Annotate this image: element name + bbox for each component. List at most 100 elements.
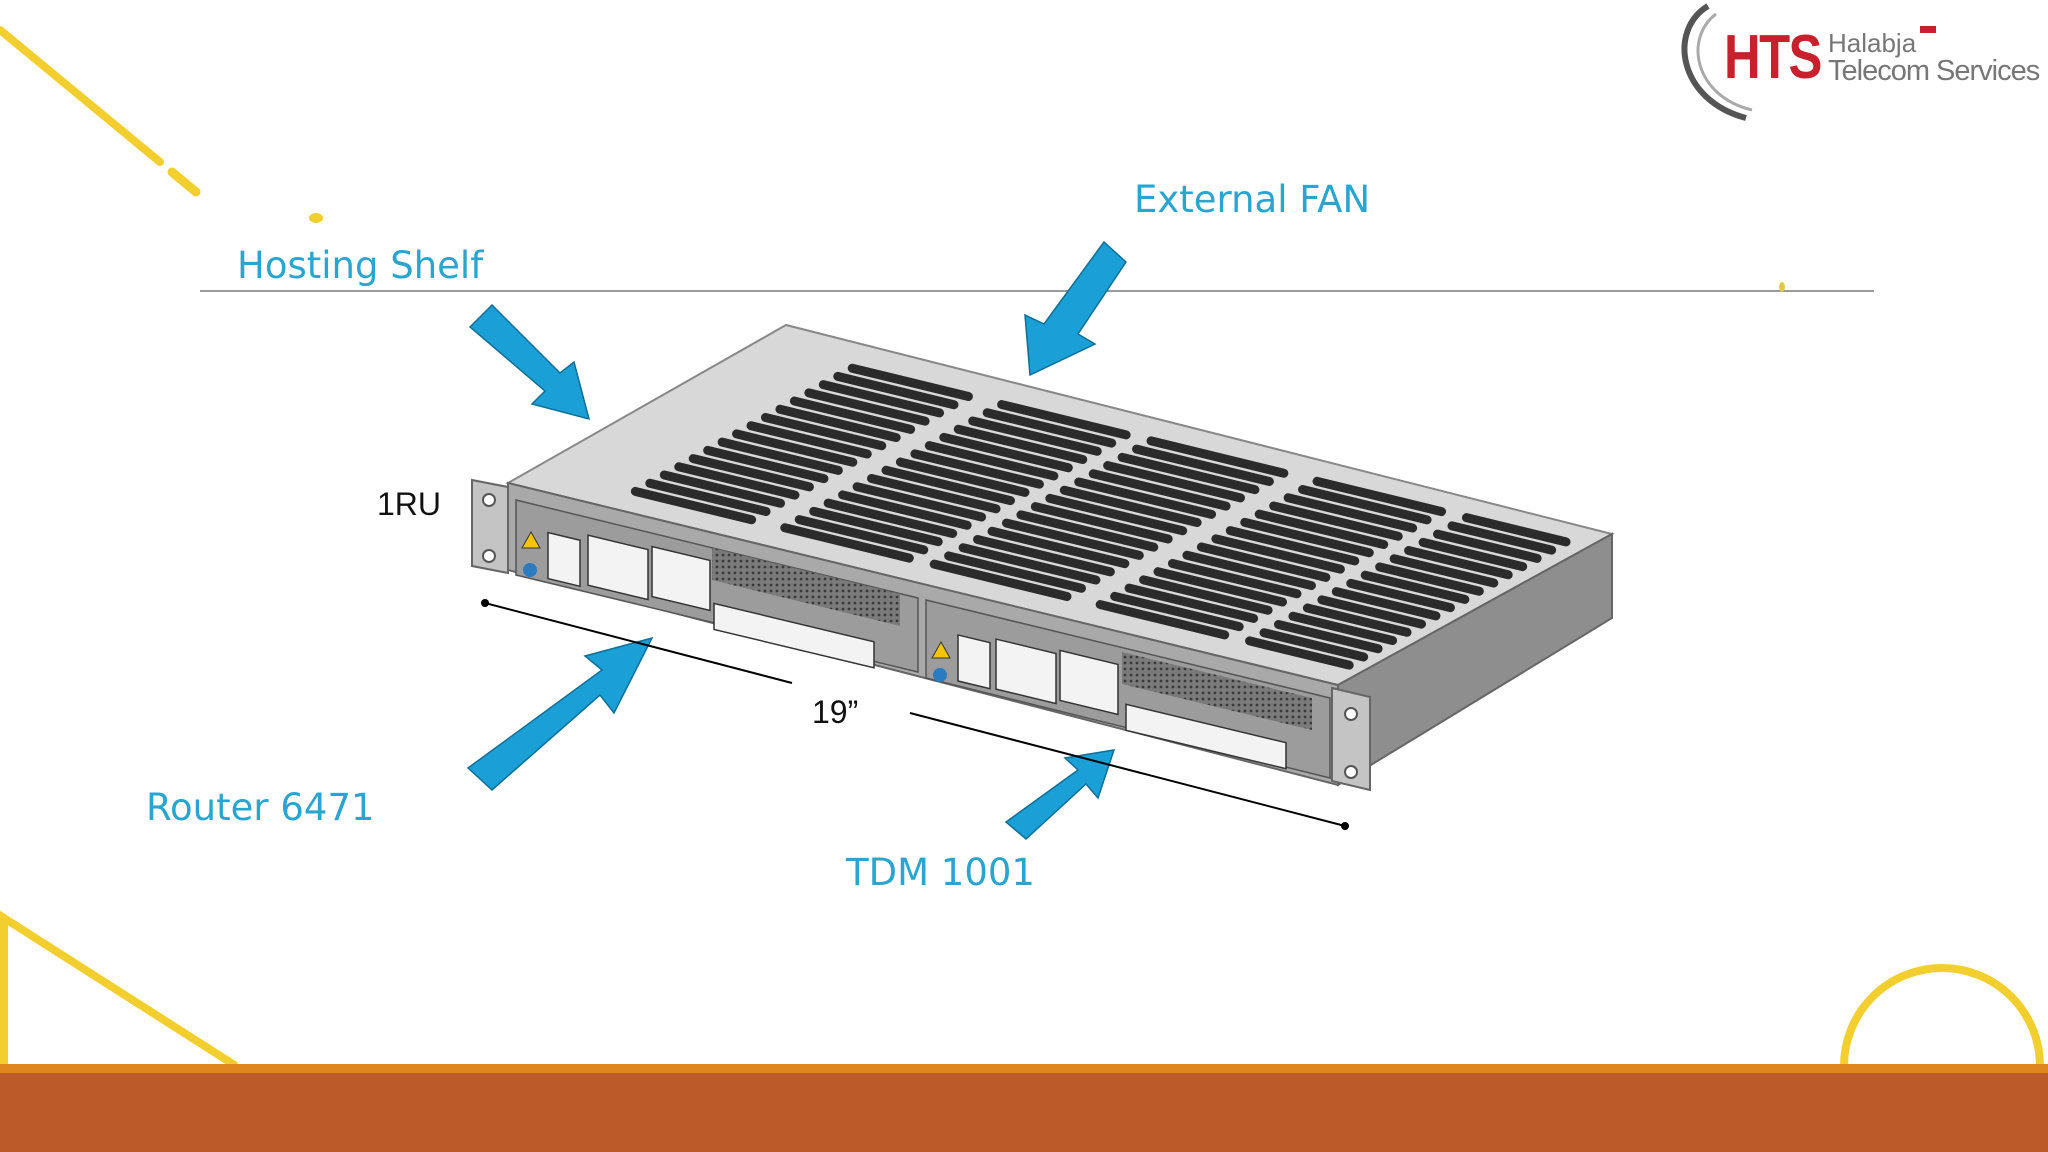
- decor-dash: [167, 167, 201, 197]
- vent-slot: [1317, 595, 1426, 629]
- vent-slot: [847, 363, 973, 401]
- label-hosting-shelf: Hosting Shelf: [237, 244, 484, 287]
- vent-slot: [761, 412, 887, 451]
- vent-slot: [944, 551, 1086, 593]
- label-external-fan: External FAN: [1134, 178, 1371, 221]
- vent-slot: [929, 559, 1072, 601]
- vent-slot: [982, 408, 1117, 448]
- router-mesh-area: [712, 548, 900, 626]
- vent-slot: [1274, 619, 1383, 654]
- vent-slot: [1433, 529, 1542, 563]
- vent-slot: [1124, 583, 1259, 623]
- vent-slot: [953, 424, 1088, 465]
- label-width: 19”: [812, 694, 859, 730]
- rack-ear-left: [471, 478, 509, 575]
- vent-slot: [958, 543, 1101, 585]
- vent-slot: [674, 462, 800, 500]
- arrow-external-fan: [1024, 240, 1127, 377]
- vent-slot: [1132, 444, 1274, 486]
- vent-slot: [881, 465, 1015, 506]
- vent-slot: [1146, 436, 1289, 478]
- vent-slot: [1225, 526, 1360, 566]
- vent-slot: [1240, 517, 1374, 558]
- vent-slot: [823, 498, 958, 538]
- vent-slot: [789, 396, 916, 434]
- router-ports: [547, 531, 875, 669]
- vent-slot: [1298, 485, 1432, 525]
- vent-slot: [732, 429, 858, 467]
- label-router: Router 6471: [146, 786, 375, 829]
- vent-slot: [1110, 591, 1244, 632]
- vent-slot: [645, 478, 771, 517]
- vent-slot: [968, 416, 1102, 456]
- vent-slot: [1254, 509, 1389, 549]
- width-dimension-line-a: [484, 602, 793, 684]
- vent-slot: [895, 457, 1030, 497]
- vent-slot: [838, 490, 972, 530]
- logo-line2: Telecom Services: [1828, 55, 2040, 87]
- vent-slot: [939, 432, 1073, 473]
- logo-line1: Halabja: [1828, 28, 1917, 58]
- vent-slot: [1211, 534, 1345, 574]
- vent-slot: [1302, 603, 1412, 637]
- vent-slot: [717, 437, 843, 475]
- tdm-ports: [957, 634, 1287, 770]
- vent-slot: [867, 474, 1001, 514]
- vent-slot: [1245, 636, 1354, 670]
- vent-slot: [1182, 550, 1316, 591]
- decor-dot: [309, 213, 323, 223]
- vent-slot: [688, 454, 814, 492]
- vent-slot: [1389, 554, 1499, 588]
- vent-slot: [804, 388, 930, 426]
- vent-slot: [1016, 510, 1159, 552]
- vent-slot: [1360, 570, 1470, 604]
- vent-slot: [1095, 600, 1230, 640]
- vent-slot: [1001, 518, 1144, 560]
- vent-slot: [1447, 521, 1557, 555]
- decor-diagonal-line: [0, 26, 164, 166]
- vent-slot: [1404, 546, 1513, 580]
- vent-slot: [1288, 611, 1398, 646]
- vent-slot: [630, 486, 757, 525]
- vent-slot: [1461, 513, 1571, 547]
- logo-swoosh-icon: [1681, 3, 1936, 121]
- vent-slot: [1331, 587, 1441, 621]
- vent-slot: [780, 523, 914, 563]
- width-dimension-line-b: [909, 712, 1346, 827]
- vent-slot: [809, 506, 943, 547]
- arrow-hosting-shelf: [468, 303, 591, 421]
- vent-slot: [1269, 501, 1403, 541]
- vent-slot: [1153, 567, 1288, 607]
- decor-speck: [1779, 282, 1785, 292]
- vent-slot: [1346, 578, 1455, 613]
- vent-slot: [1074, 477, 1217, 519]
- rack-ear-right: [1331, 686, 1371, 792]
- vent-slot: [659, 470, 786, 508]
- vent-slot: [1103, 461, 1245, 503]
- label-rack-unit: 1RU: [377, 486, 442, 522]
- vent-slot: [1283, 493, 1418, 533]
- vent-slot: [1088, 469, 1231, 511]
- vent-slot: [1259, 628, 1369, 662]
- vent-slot: [1167, 558, 1302, 599]
- vent-slot: [1139, 575, 1273, 615]
- vent-slot: [997, 400, 1131, 440]
- vent-slot: [1375, 562, 1484, 596]
- footer-stripe: [0, 1064, 2048, 1073]
- vent-slot: [1418, 537, 1528, 572]
- cover-vent-slots: [630, 363, 1571, 670]
- vent-slot: [775, 404, 901, 443]
- footer-bar: [0, 1064, 2048, 1152]
- vent-slot: [1312, 476, 1447, 517]
- tdm-mesh-area: [1122, 652, 1312, 730]
- vent-slot: [910, 449, 1044, 489]
- logo-brand: HTS: [1724, 23, 1822, 92]
- vent-slot: [703, 445, 829, 484]
- vent-slot: [924, 441, 1059, 481]
- vent-slot: [1045, 493, 1188, 536]
- vent-slot: [1196, 542, 1331, 582]
- vent-slot: [746, 421, 872, 459]
- arrow-router: [466, 636, 654, 792]
